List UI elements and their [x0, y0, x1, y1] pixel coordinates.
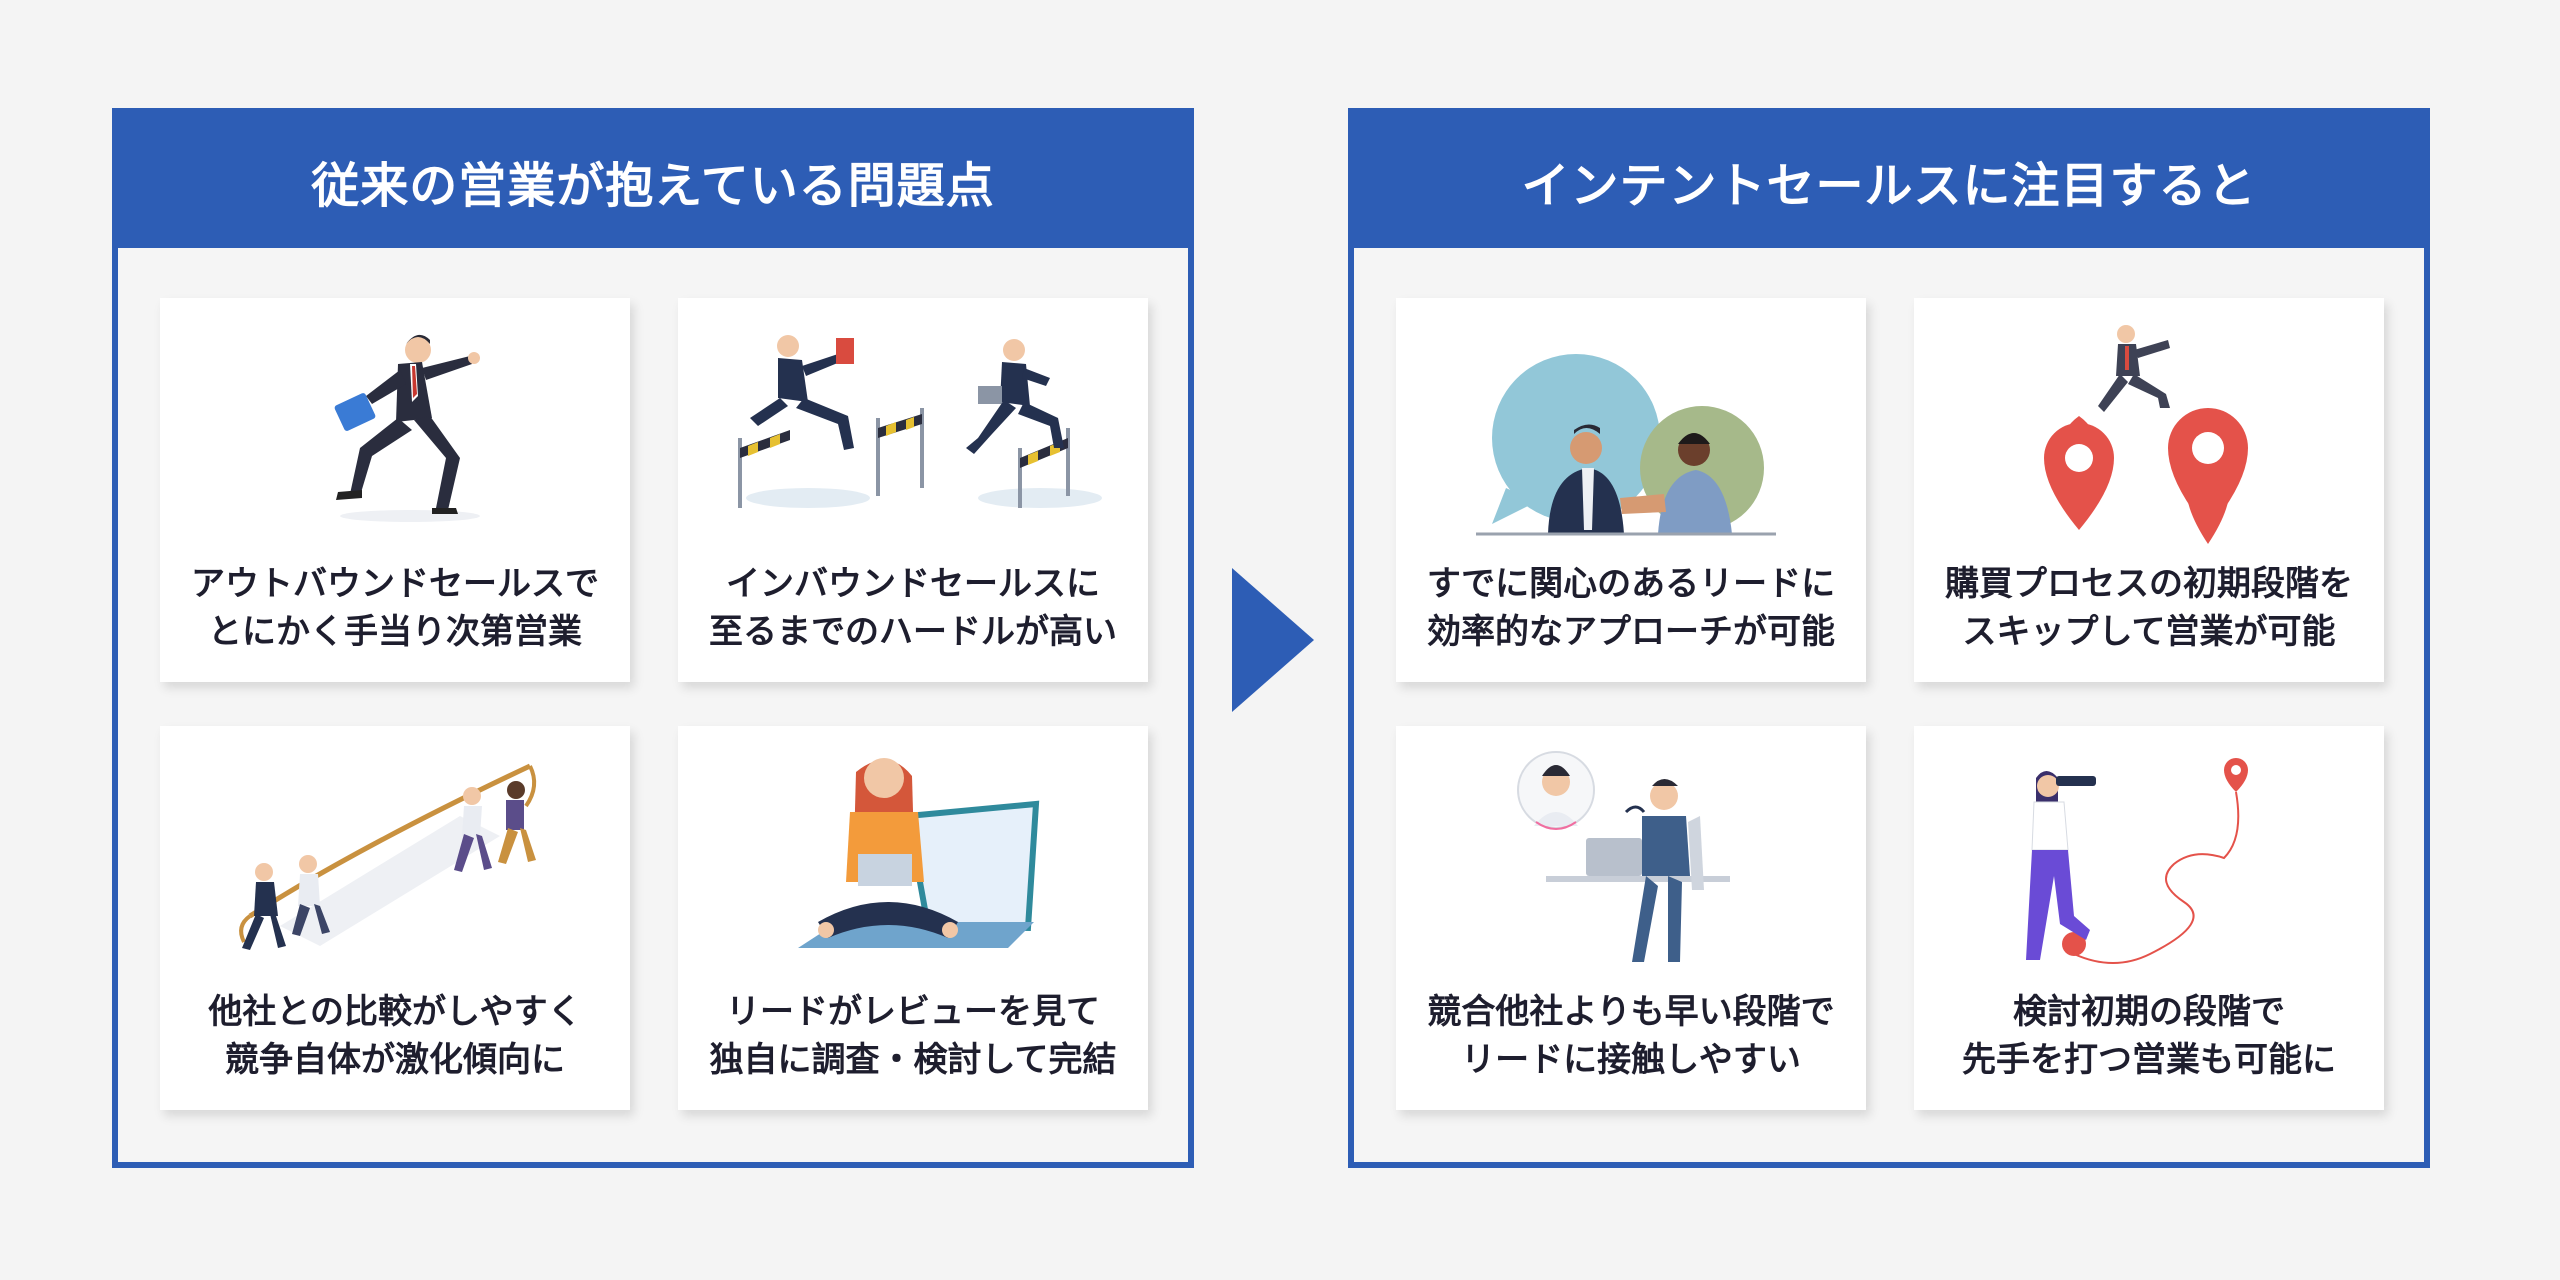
- benefit-card-first-move: 検討初期の段階で 先手を打つ営業も可能に: [1914, 726, 2384, 1110]
- benefit-card-efficient-approach-text: すでに関心のあるリードに 効率的なアプローチが可能: [1426, 564, 1836, 652]
- problem-card-outbound: アウトバウンドセールスで とにかく手当り次第営業: [160, 298, 630, 682]
- tug-of-war-illustration: [239, 763, 537, 950]
- benefit-card-first-move-text: 検討初期の段階で 先手を打つ営業も可能に: [1962, 992, 2336, 1080]
- problems-panel-title: 従来の営業が抱えている問題点: [118, 114, 1188, 248]
- handshake-speech-bubbles-illustration: [1476, 354, 1776, 536]
- arrow-right-triangle-icon: [1232, 568, 1314, 712]
- problem-card-competition: 他社との比較がしやすく 競争自体が激化傾向に: [160, 726, 630, 1110]
- woman-with-laptop-illustration: [798, 758, 1040, 948]
- benefit-card-early-contact: 競合他社よりも早い段階で リードに接触しやすい: [1396, 726, 1866, 1110]
- problem-card-inbound-text: インバウンドセールスに 至るまでのハードルが高い: [709, 564, 1117, 652]
- headset-call-illustration: [1517, 751, 1730, 962]
- intent-sales-grid: すでに関心のあるリードに 効率的なアプローチが可能: [1396, 298, 2384, 1110]
- benefit-card-skip-early-stage-text: 購買プロセスの初期段階を スキップして営業が可能: [1945, 564, 2353, 652]
- benefit-card-early-contact-text: 競合他社よりも早い段階で リードに接触しやすい: [1427, 992, 1835, 1080]
- benefit-card-efficient-approach: すでに関心のあるリードに 効率的なアプローチが可能: [1396, 298, 1866, 682]
- problems-panel: 従来の営業が抱えている問題点: [112, 108, 1194, 1168]
- running-businessman-illustration: [334, 334, 480, 522]
- problem-card-outbound-text: アウトバウンドセールスで とにかく手当り次第営業: [191, 564, 599, 652]
- intent-sales-panel-title: インテントセールスに注目すると: [1354, 114, 2424, 248]
- problem-card-inbound: インバウンドセールスに 至るまでのハードルが高い: [678, 298, 1148, 682]
- problem-card-self-research-text: リードがレビューを見て 独自に調査・検討して完結: [709, 992, 1117, 1080]
- problem-card-self-research: リードがレビューを見て 独自に調査・検討して完結: [678, 726, 1148, 1110]
- intent-sales-panel: インテントセールスに注目すると すでに関心の: [1348, 108, 2430, 1168]
- benefit-card-skip-early-stage: 購買プロセスの初期段階を スキップして営業が可能: [1914, 298, 2384, 682]
- problems-grid: アウトバウンドセールスで とにかく手当り次第営業: [160, 298, 1148, 1110]
- telescope-route-illustration: [2026, 758, 2248, 964]
- hurdle-jumpers-illustration: [738, 335, 1102, 508]
- leap-over-map-pins-illustration: [2044, 325, 2248, 544]
- problem-card-competition-text: 他社との比較がしやすく 競争自体が激化傾向に: [208, 992, 582, 1080]
